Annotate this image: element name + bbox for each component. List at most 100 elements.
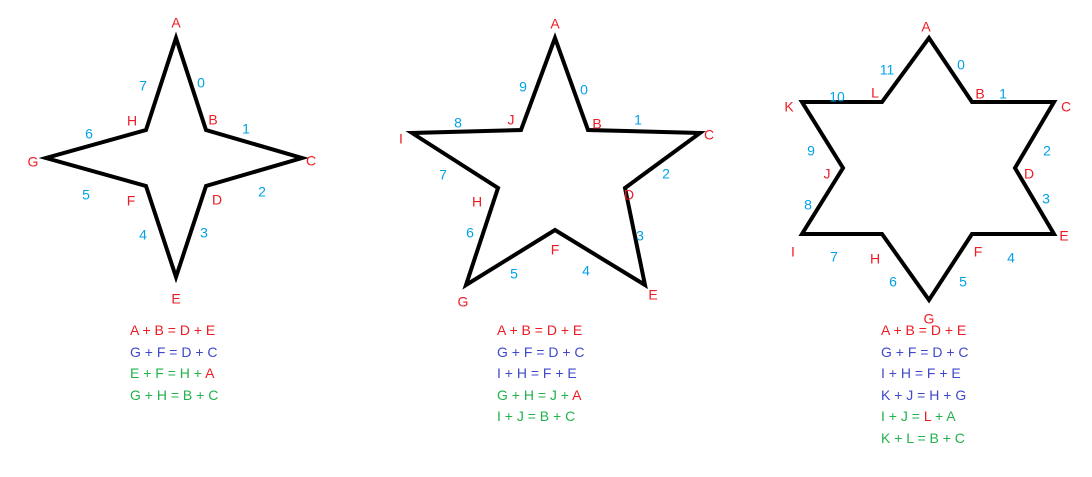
star-1-outline (38, 31, 310, 284)
equation-part: I + H = F + E (497, 365, 577, 381)
equation-part: L (923, 408, 932, 424)
equation-line: G + H = B + C (130, 385, 218, 407)
star-1-vertex-label: H (127, 113, 137, 129)
star-1-vertex-label: F (127, 193, 136, 209)
star-2-vertex-label: A (550, 16, 560, 32)
star-2-vertex-label: B (592, 116, 601, 132)
star-3-edge-index: 5 (959, 274, 967, 290)
star-3-edge-index: 3 (1042, 191, 1050, 207)
star-3-edge-index: 10 (829, 89, 845, 105)
star-2-edge-index: 7 (439, 167, 447, 183)
star-1-edge-index: 7 (139, 78, 147, 94)
star-3-edge-index: 11 (880, 62, 895, 78)
equation-line: I + H = F + E (881, 363, 969, 385)
star-2-vertex-label: C (704, 127, 714, 143)
star-2-vertex-label: E (648, 287, 657, 303)
star-2-equations: A + B = D + E G + F = D + C I + H = F + E G… (497, 320, 585, 428)
equation-part: I + J = (881, 408, 924, 424)
star-3-edge-index: 1 (999, 86, 1007, 102)
equation-part: G + H = B + C (130, 386, 219, 403)
star-2-vertex-label: F (551, 242, 560, 258)
star-2-edge-index: 1 (634, 112, 642, 128)
star-3-vertex-label: L (871, 85, 879, 101)
star-2-vertex-label: D (624, 187, 634, 203)
star-3-vertex-label: I (791, 244, 795, 260)
star-2-edge-index: 9 (519, 79, 527, 95)
star-3-vertex-label: G (924, 311, 935, 327)
equation-part: G + F = D + C (130, 343, 218, 360)
star-2-vertex-label: J (508, 112, 515, 128)
star-3-vertex-label: H (870, 251, 880, 267)
star-3-vertex-label: B (975, 86, 984, 102)
star-2-vertex-label: H (472, 194, 482, 210)
equation-line: I + H = F + E (497, 363, 585, 385)
equation-part: E + F = H + (130, 365, 206, 381)
equation-part: A (205, 365, 215, 381)
star-2-edge-index: 3 (636, 228, 644, 244)
equation-line: K + J = H + G (881, 385, 969, 407)
star-1-vertex-label: D (212, 192, 222, 208)
equation-part: K + J = H + G (881, 386, 967, 403)
star-2-outline (405, 32, 706, 290)
star-3-edge-index: 2 (1043, 143, 1051, 159)
star-2-vertex-label: G (458, 294, 469, 310)
equation-line: I + J = B + C (497, 406, 585, 428)
equation-part: A + B = D + E (130, 322, 216, 338)
star-2-edge-index: 0 (580, 82, 588, 98)
star-1-vertex-label: A (171, 15, 181, 31)
star-1-edge-index: 4 (139, 227, 147, 243)
equation-line: G + F = D + C (497, 342, 585, 364)
star-3-vertex-label: D (1024, 166, 1034, 182)
equation-line: A + B = D + E (130, 320, 218, 342)
equation-part: A + B = D + E (881, 322, 967, 338)
equation-line: G + F = D + C (881, 342, 969, 364)
equation-line: A + B = D + E (497, 320, 585, 342)
star-3-edge-index: 8 (804, 197, 812, 213)
equation-line: A + B = D + E (881, 320, 969, 342)
star-1-edge-index: 2 (258, 184, 266, 200)
star-2-edge-index: 8 (454, 115, 462, 131)
equation-part: I + J = B + C (497, 408, 576, 424)
star-3-outline (798, 34, 1058, 304)
equation-part: I + H = F + E (881, 365, 961, 381)
equation-part: + A (931, 408, 956, 424)
star-2-edge-index: 5 (510, 266, 518, 282)
star-3-edge-index: 6 (889, 274, 897, 290)
star-1-vertex-label: E (171, 291, 180, 307)
star-1-edge-index: 6 (85, 126, 93, 142)
equation-part: G + H = J + (497, 386, 573, 403)
star-3-vertex-label: E (1059, 228, 1068, 244)
star-3-vertex-label: C (1061, 99, 1071, 115)
equation-part: G + F = D + C (497, 343, 585, 360)
equation-line: G + H = J + A (497, 385, 585, 407)
star-2-edge-index: 4 (582, 263, 590, 279)
star-1-edge-index: 0 (197, 75, 205, 91)
equation-line: I + J = L + A (881, 406, 969, 428)
equation-part: K + L = B + C (881, 429, 965, 446)
star-3-vertex-label: F (974, 244, 983, 260)
equation-line: G + F = D + C (130, 342, 218, 364)
star-3-vertex-label: K (784, 99, 794, 115)
star-1-vertex-label: G (28, 154, 39, 170)
star-1-edge-index: 3 (200, 225, 208, 241)
equation-line: E + F = H + A (130, 363, 218, 385)
star-2-edge-index: 6 (466, 225, 474, 241)
star-2-edge-index: 2 (662, 166, 670, 182)
star-3-vertex-label: J (824, 166, 831, 182)
star-3-edge-index: 4 (1007, 250, 1015, 266)
equation-line: K + L = B + C (881, 428, 969, 450)
star-3-edge-index: 9 (807, 143, 815, 159)
equation-part: A + B = D + E (497, 322, 583, 338)
star-1-vertex-label: C (306, 153, 316, 169)
equation-part: A (572, 386, 582, 403)
star-3-edge-index: 7 (830, 249, 838, 265)
star-2-vertex-label: I (399, 131, 403, 147)
star-1-edge-index: 5 (82, 187, 90, 203)
star-1-vertex-label: B (208, 112, 217, 128)
star-3-vertex-label: A (921, 19, 931, 35)
star-1-edge-index: 1 (242, 121, 250, 137)
